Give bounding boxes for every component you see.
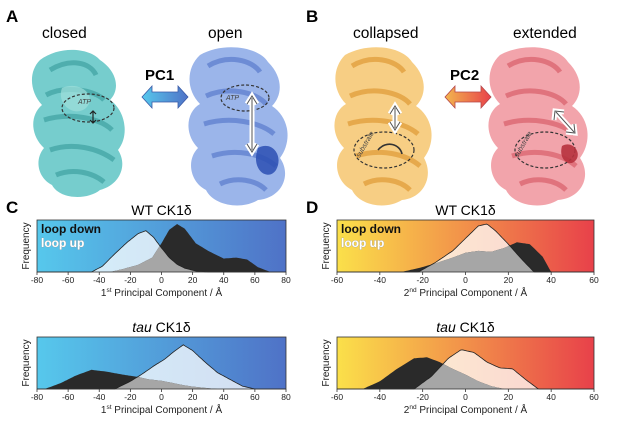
protein-structure-collapsed: substrate xyxy=(334,47,432,206)
legend-loop-down: loop down xyxy=(41,222,101,236)
legend-loop-up: loop up xyxy=(341,236,384,250)
x-tick-label: 60 xyxy=(589,392,599,402)
legend-loop-up: loop up xyxy=(41,236,84,250)
label-open: open xyxy=(208,25,242,42)
x-tick-label: 40 xyxy=(546,275,556,285)
panel-letter-a: A xyxy=(6,7,18,26)
series-overlap-area xyxy=(37,245,286,272)
x-tick-label: 20 xyxy=(504,392,514,402)
panel-letter-c: C xyxy=(6,198,18,217)
chart-C-bottom: -80 -60 -40 -20 0 20 40 60 80 1st Principal Compo… xyxy=(21,319,291,416)
series-overlap-area xyxy=(337,364,594,389)
x-tick-label: -60 xyxy=(331,275,344,285)
y-axis-label: Frequency xyxy=(321,222,332,269)
x-tick-label: 60 xyxy=(250,392,260,402)
chart-title: WT CK1δ xyxy=(131,202,192,218)
series-loop-up-area xyxy=(37,344,286,389)
pc1-label: PC1 xyxy=(145,67,174,84)
x-tick-label: 40 xyxy=(219,275,229,285)
y-axis-label: Frequency xyxy=(21,339,32,386)
x-axis-label: 2nd Principal Component / Å xyxy=(404,403,528,416)
series-overlap-area xyxy=(337,245,594,272)
protein-structure-open: ATP xyxy=(188,47,288,206)
y-axis-label: Frequency xyxy=(321,339,332,386)
x-tick-label: 80 xyxy=(281,392,291,402)
series-loop-down-area xyxy=(37,369,286,389)
x-tick-label: -40 xyxy=(374,392,387,402)
x-axis-label: 1st Principal Component / Å xyxy=(101,403,223,416)
x-tick-label: 80 xyxy=(281,275,291,285)
chart-D-bottom: -60 -40 -20 0 20 40 60 2nd Principal Component … xyxy=(321,319,599,416)
x-axis-label: 1st Principal Component / Å xyxy=(101,286,223,299)
x-tick-label: -40 xyxy=(93,275,106,285)
pc1-double-arrow xyxy=(141,84,189,110)
protein-structure-extended: substrate xyxy=(488,47,588,206)
x-tick-label: 60 xyxy=(589,275,599,285)
x-axis-label: 2nd Principal Component / Å xyxy=(404,286,528,299)
x-tick-label: 20 xyxy=(504,275,514,285)
x-tick-label: 20 xyxy=(188,392,198,402)
x-tick-label: 0 xyxy=(463,275,468,285)
protein-structure-closed: ATP xyxy=(31,49,125,197)
x-tick-label: 0 xyxy=(159,275,164,285)
x-tick-label: -80 xyxy=(31,392,44,402)
x-tick-label: -60 xyxy=(62,275,75,285)
chart-title: tau CK1δ xyxy=(132,319,191,335)
x-tick-label: -20 xyxy=(417,392,430,402)
panel-letter-d: D xyxy=(306,198,318,217)
x-tick-label: 60 xyxy=(250,275,260,285)
x-tick-label: -20 xyxy=(124,392,137,402)
y-axis-label: Frequency xyxy=(21,222,32,269)
x-tick-label: 40 xyxy=(219,392,229,402)
series-overlap-area xyxy=(37,377,286,389)
label-closed: closed xyxy=(42,25,87,42)
x-tick-label: -40 xyxy=(93,392,106,402)
chart-title: tau CK1δ xyxy=(436,319,495,335)
series-loop-up-area xyxy=(337,224,594,272)
pc2-label: PC2 xyxy=(450,67,479,84)
x-tick-label: -80 xyxy=(31,275,44,285)
series-loop-up-area xyxy=(337,349,594,389)
x-tick-label: 0 xyxy=(463,392,468,402)
panel-letter-b: B xyxy=(306,7,318,26)
x-tick-label: 20 xyxy=(188,275,198,285)
series-loop-down-area xyxy=(337,357,594,389)
x-tick-label: 40 xyxy=(546,392,556,402)
chart-title: WT CK1δ xyxy=(435,202,496,218)
x-tick-label: -20 xyxy=(124,275,137,285)
x-tick-label: -60 xyxy=(62,392,75,402)
x-tick-label: -60 xyxy=(331,392,344,402)
svg-text:ATP: ATP xyxy=(77,99,91,106)
x-tick-label: -40 xyxy=(374,275,387,285)
legend-loop-down: loop down xyxy=(341,222,401,236)
label-extended: extended xyxy=(513,25,577,42)
x-tick-label: -20 xyxy=(417,275,430,285)
label-collapsed: collapsed xyxy=(353,25,419,42)
svg-text:ATP: ATP xyxy=(225,95,239,102)
chart-C-top: -80 -60 -40 -20 0 20 40 60 80 1st Principal Compo… xyxy=(21,202,291,299)
histogram-charts: -80 -60 -40 -20 0 20 40 60 80 1st Principal Compo… xyxy=(21,202,599,416)
x-tick-label: 0 xyxy=(159,392,164,402)
chart-D-top: -60 -40 -20 0 20 40 60 2nd Principal Component … xyxy=(321,202,599,299)
pc2-double-arrow xyxy=(444,84,492,110)
